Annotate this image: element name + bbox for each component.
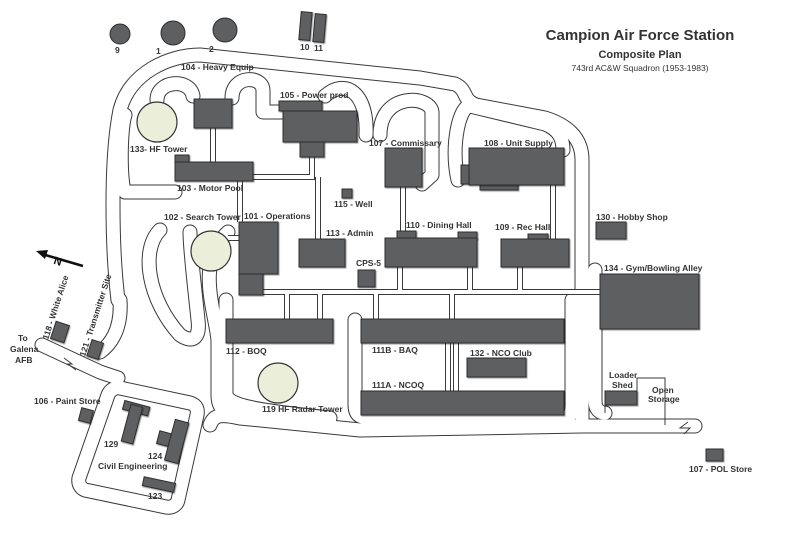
building-115[interactable] [341,188,353,199]
tank-2[interactable] [212,17,238,43]
building-101-wing[interactable] [238,273,264,296]
label-building-123: 123 [148,491,162,501]
search-tower-102[interactable] [190,230,232,272]
building-110[interactable] [384,237,478,268]
label-tank-1: 1 [156,46,161,56]
cps-5[interactable] [357,269,376,288]
label-building-106: 106 - Paint Store [34,396,101,406]
label-loader-line1: Loader [609,370,638,380]
building-123[interactable] [141,476,177,493]
north-arrow: N [36,250,84,269]
tank-9[interactable] [109,23,131,45]
building-11[interactable] [312,13,327,44]
label-open-line2: Storage [648,394,680,404]
north-label: N [52,255,63,269]
service-lines [210,128,600,391]
label-building-109: 109 - Rec Hall [495,222,550,232]
label-building-11: 11 [314,43,323,53]
label-building-115: 115 - Well [334,199,373,209]
label-building-134: 134 - Gym/Bowling Alley [604,263,703,273]
label-building-107-pol: 107 - POL Store [689,464,752,474]
labels: 9 1 2 10 11 104 - Heavy Equip 105 - Powe… [10,42,752,501]
label-building-129: 129 [104,439,118,449]
building-110-annex-a[interactable] [396,230,417,239]
building-101[interactable] [238,221,279,275]
building-103[interactable] [174,161,254,182]
building-105-wing[interactable] [299,141,325,158]
building-124[interactable] [153,416,190,465]
building-111b[interactable] [360,318,565,344]
label-building-102: 102 - Search Tower [164,212,242,222]
building-129[interactable] [114,399,151,445]
label-building-107-commissary: 107 - Commissary [369,138,442,148]
label-civil-engineering: Civil Engineering [98,461,167,471]
building-107-pol[interactable] [705,448,724,462]
building-109[interactable] [500,238,570,268]
label-to-line3: AFB [15,355,32,365]
label-building-111b: 111B - BAQ [372,345,418,355]
label-building-103: 103 - Motor Pool [177,183,243,193]
label-building-130: 130 - Hobby Shop [596,212,668,222]
building-134[interactable] [599,273,700,330]
label-building-108: 108 - Unit Supply [484,138,553,148]
label-tank-2: 2 [209,44,214,54]
label-building-113: 113 - Admin [326,228,373,238]
label-to-line1: To [18,333,28,343]
building-118[interactable] [49,320,71,344]
map-subtitle: Composite Plan [598,49,681,61]
label-building-119: 119 HF Radar Tower [262,404,343,414]
building-10[interactable] [298,11,313,42]
label-cps-5: CPS-5 [356,258,381,268]
building-111a[interactable] [360,390,565,416]
building-112[interactable] [225,318,334,344]
building-132[interactable] [466,357,527,378]
tank-1[interactable] [160,20,186,46]
building-113[interactable] [298,238,346,268]
label-building-133: 133- HF Tower [130,144,188,154]
map-squadron: 743rd AC&W Squadron (1953-1983) [571,63,708,73]
label-building-112: 112 - BOQ [226,346,267,356]
label-building-132: 132 - NCO Club [470,348,532,358]
building-130[interactable] [595,221,627,240]
label-loader-line2: Shed [612,380,633,390]
building-108[interactable] [468,147,565,186]
hf-radar-tower-119[interactable] [257,362,299,404]
building-104[interactable] [193,98,233,129]
label-building-10: 10 [300,42,310,52]
map-title: Campion Air Force Station [546,27,735,44]
building-105[interactable] [282,110,358,143]
label-open-line1: Open [652,385,674,395]
building-106[interactable] [77,407,94,424]
building-105-annex[interactable] [278,100,323,112]
north-arrow-icon [41,252,84,268]
label-tank-9: 9 [115,45,120,55]
label-building-104: 104 - Heavy Equip [181,62,254,72]
buildings [49,11,724,493]
label-to-line2: Galena [10,344,39,354]
building-121[interactable] [86,338,105,361]
road-break-east [678,421,692,435]
loader-shed[interactable] [604,390,638,406]
building-107-commissary[interactable] [384,147,423,188]
label-building-124: 124 [148,451,162,461]
hf-tower-133[interactable] [136,101,178,143]
road-break-west [63,357,77,371]
label-building-105: 105 - Power prod [280,90,349,100]
map-title-block: Campion Air Force Station Composite Plan… [546,27,735,73]
building-109-annex[interactable] [527,233,549,240]
label-building-101: 101 - Operations [244,211,311,221]
label-building-110: 110 - Dining Hall [406,220,472,230]
label-building-111a: 111A - NCOQ [372,380,425,390]
